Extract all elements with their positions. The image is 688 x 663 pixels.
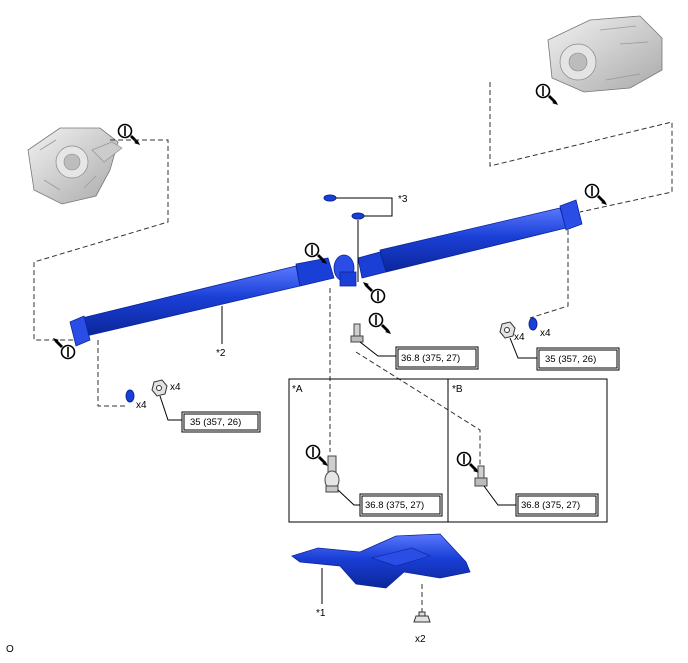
matchmark-icon	[456, 451, 480, 474]
torque-center-bearing: 36.8 (375, 27)	[401, 353, 460, 364]
label-part-1: *1	[316, 608, 326, 619]
view-b-box	[447, 378, 608, 523]
washer-icon	[351, 212, 365, 220]
matchmark-icon	[368, 312, 392, 335]
matchmark-icon	[362, 281, 386, 304]
matchmark-icon	[535, 83, 559, 106]
qty-right-washer: x4	[540, 328, 551, 339]
rear-differential-housing	[547, 15, 663, 93]
bolt-icon	[474, 465, 488, 487]
torque-view-b: 36.8 (375, 27)	[521, 500, 580, 511]
label-view-a: *A	[292, 384, 303, 395]
washer-icon	[323, 194, 337, 202]
torque-view-a: 36.8 (375, 27)	[365, 500, 424, 511]
torque-right-flange: 35 (357, 26)	[545, 354, 596, 365]
nut-icon	[151, 379, 168, 397]
washer-icon	[125, 389, 135, 403]
nut-icon	[413, 611, 431, 623]
right-flange-guide	[489, 82, 673, 213]
matchmark-icon	[117, 123, 141, 146]
qty-left-washer: x4	[136, 400, 147, 411]
left-nut-guide	[97, 340, 126, 407]
bolt-icon	[350, 323, 364, 343]
engine-under-cover	[291, 533, 471, 589]
propeller-shaft	[69, 199, 583, 347]
label-part-3: *3	[398, 194, 408, 205]
qty-left-nut: x4	[170, 382, 181, 393]
matchmark-icon	[305, 444, 329, 467]
view-b-guide	[355, 351, 481, 470]
qty-right-nut: x4	[514, 332, 525, 343]
left-flange-guide	[33, 139, 169, 341]
bolt-icon	[324, 455, 340, 493]
corner-code: O	[6, 644, 14, 655]
matchmark-icon	[584, 183, 608, 206]
nut-icon	[499, 321, 516, 339]
front-differential-housing	[27, 127, 123, 205]
torque-left-flange: 35 (357, 26)	[190, 417, 241, 428]
label-view-b: *B	[452, 384, 463, 395]
label-part-2: *2	[216, 348, 226, 359]
right-nut-guide	[529, 230, 569, 319]
matchmark-icon	[52, 337, 76, 360]
washer-icon	[528, 317, 538, 331]
qty-clip: x2	[415, 634, 426, 645]
